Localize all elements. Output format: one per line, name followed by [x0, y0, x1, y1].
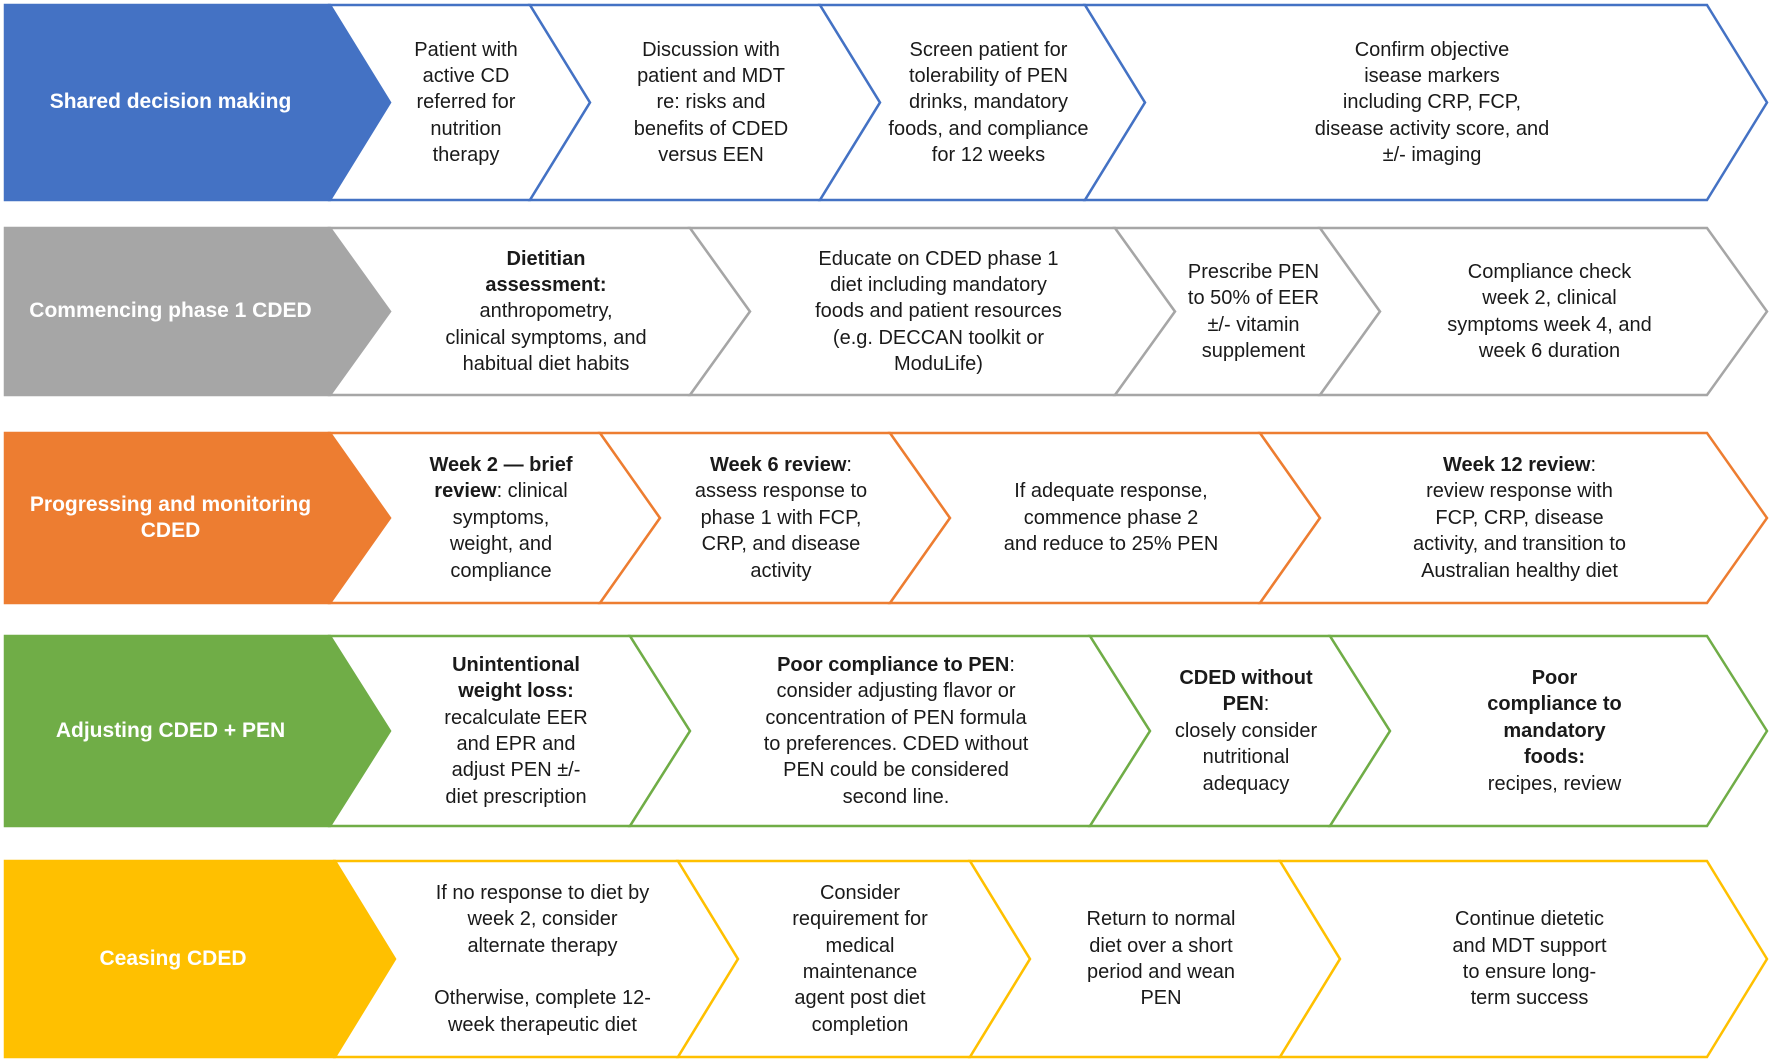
stage-label: Shared decision making: [49, 90, 292, 114]
step-text: Educate on CDED phase 1 diet including m…: [815, 247, 1062, 376]
step-text: Consider requirement for medical mainten…: [792, 881, 928, 1036]
step-chevron: Dietitian assessment: anthropometry, cli…: [327, 226, 752, 397]
step-chevron: Unintentional weight loss: recalculate E…: [327, 634, 692, 828]
step-chevron: CDED without PEN: closely consider nutri…: [1087, 634, 1392, 828]
stage-label: Adjusting CDED + PEN: [55, 718, 286, 742]
step-text: Dietitian assessment: anthropometry, cli…: [445, 247, 647, 376]
step-chevron: Poor compliance to PEN: consider adjusti…: [627, 634, 1152, 828]
stage-row-ceasing-cded: Ceasing CDED If no response to diet by w…: [3, 859, 1775, 1059]
step-chevron: Patient with active CD referred for nutr…: [327, 3, 592, 202]
stage-row-shared-decision-making: Shared decision making Patient with acti…: [3, 3, 1775, 202]
step-text: Poor compliance to mandatory foods: reci…: [1487, 667, 1622, 795]
stage-label: Ceasing CDED: [99, 946, 247, 970]
step-chevron: Confirm objective isease markers includi…: [1082, 3, 1769, 202]
stage-label-arrow: Ceasing CDED: [3, 859, 397, 1059]
step-text: Prescribe PEN to 50% of EER ±/- vitamin …: [1187, 260, 1320, 362]
stage-label-arrow: Adjusting CDED + PEN: [3, 634, 392, 828]
stage-row-commencing-phase-1: Commencing phase 1 CDED Dietitian assess…: [3, 226, 1775, 397]
stage-row-adjusting-cded-pen: Adjusting CDED + PEN Unintentional weigh…: [3, 634, 1775, 828]
step-chevron: Week 6 review: assess response to phase …: [597, 431, 952, 605]
step-text: Week 2 — brief review: clinical symptoms…: [429, 454, 573, 582]
stage-label: Progressing and monitoring CDED: [29, 492, 312, 542]
stage-row-progressing-monitoring: Progressing and monitoring CDED Week 2 —…: [3, 431, 1775, 605]
step-chevron: Week 12 review: review response with FCP…: [1257, 431, 1769, 605]
step-text: If no response to diet by week 2, consid…: [434, 882, 651, 1036]
step-chevron: Consider requirement for medical mainten…: [675, 859, 1032, 1059]
step-chevron: Screen patient for tolerability of PEN d…: [817, 3, 1147, 202]
step-text: Confirm objective isease markers includi…: [1314, 38, 1550, 167]
step-chevron: If adequate response, commence phase 2 a…: [887, 431, 1322, 605]
step-text: Patient with active CD referred for nutr…: [414, 38, 518, 167]
stage-label: Commencing phase 1 CDED: [29, 299, 312, 323]
step-chevron: Continue dietetic and MDT support to ens…: [1277, 859, 1769, 1059]
step-text: Week 12 review: review response with FCP…: [1412, 454, 1627, 582]
step-text: If adequate response, commence phase 2 a…: [1003, 480, 1219, 556]
step-text: CDED without PEN: closely consider nutri…: [1174, 667, 1318, 795]
step-text: Discussion with patient and MDT re: risk…: [633, 38, 789, 167]
step-text: Return to normal diet over a short perio…: [1086, 908, 1236, 1010]
step-text: Screen patient for tolerability of PEN d…: [888, 38, 1089, 167]
stage-label-arrow: Progressing and monitoring CDED: [3, 431, 392, 605]
step-chevron: Poor compliance to mandatory foods: reci…: [1327, 634, 1769, 828]
step-chevron: Educate on CDED phase 1 diet including m…: [687, 226, 1177, 397]
step-text: Poor compliance to PEN: consider adjusti…: [763, 653, 1029, 808]
step-text: Unintentional weight loss: recalculate E…: [444, 653, 588, 808]
stage-label-arrow: Commencing phase 1 CDED: [3, 226, 392, 397]
step-text: Week 6 review: assess response to phase …: [694, 454, 868, 582]
step-chevron: Compliance check week 2, clinical sympto…: [1317, 226, 1769, 397]
step-chevron: Discussion with patient and MDT re: risk…: [527, 3, 882, 202]
step-chevron: If no response to diet by week 2, consid…: [332, 859, 740, 1059]
step-text: Continue dietetic and MDT support to ens…: [1452, 908, 1607, 1010]
step-text: Compliance check week 2, clinical sympto…: [1447, 260, 1652, 362]
step-chevron: Week 2 — brief review: clinical symptoms…: [327, 431, 662, 605]
